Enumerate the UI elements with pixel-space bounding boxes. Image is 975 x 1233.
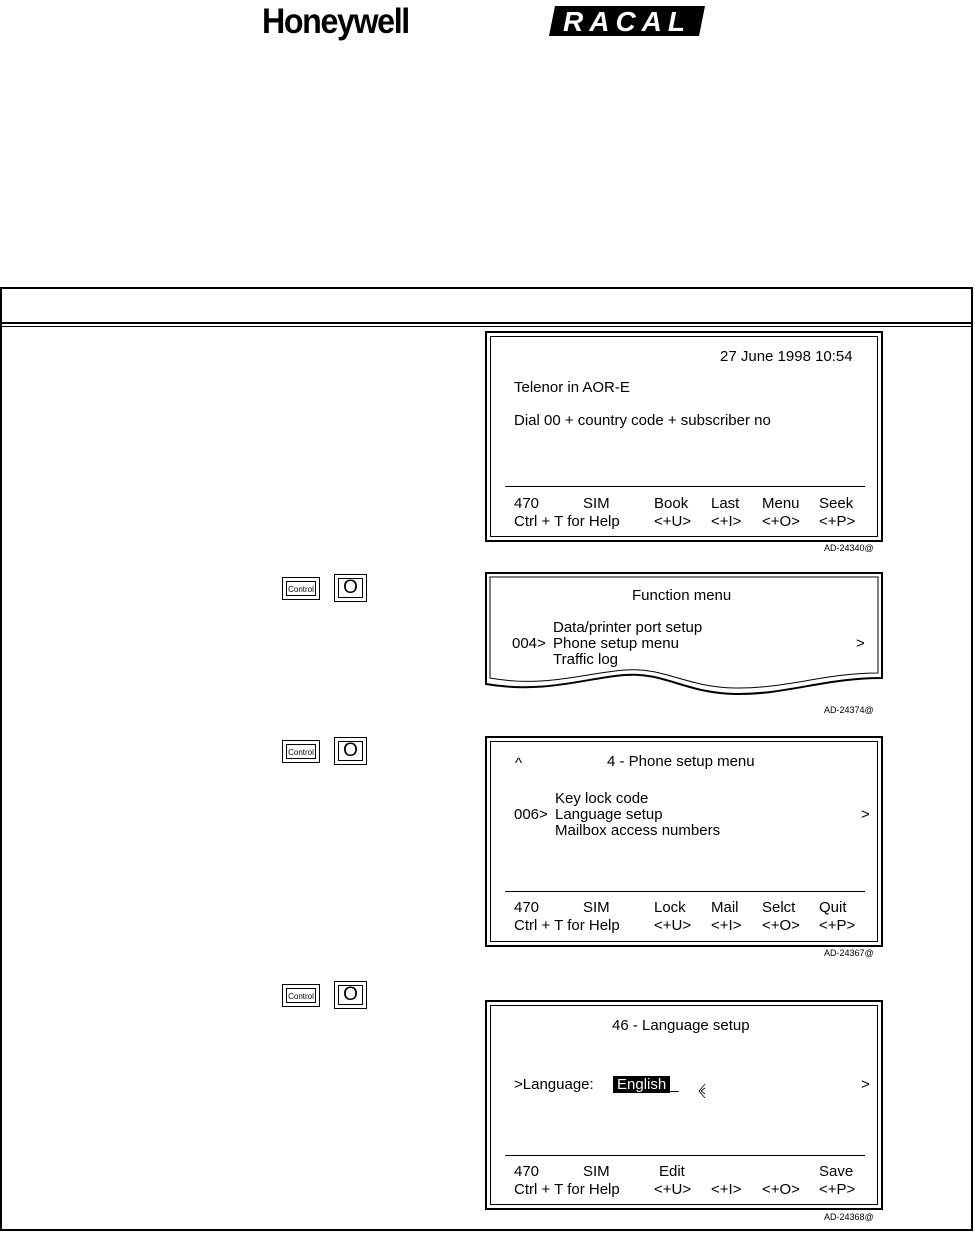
control-key: Control bbox=[282, 740, 320, 763]
figure-code: AD-24368@ bbox=[824, 1212, 874, 1222]
submenu-arrow: > bbox=[861, 806, 870, 823]
network-name: Telenor in AOR-E bbox=[514, 379, 630, 396]
figure-code: AD-24367@ bbox=[824, 948, 874, 958]
help-hint: Ctrl + T for Help bbox=[514, 1181, 620, 1198]
display-phone-setup-menu: ^ 4 - Phone setup menu Key lock code 006… bbox=[485, 736, 883, 947]
display-idle-bezel bbox=[490, 336, 878, 537]
key-hint-i: <+I> bbox=[711, 1181, 742, 1198]
display-idle: 27 June 1998 10:54 Telenor in AOR-E Dial… bbox=[485, 331, 883, 542]
scroll-up-indicator: ^ bbox=[515, 755, 523, 772]
language-value: English bbox=[613, 1076, 671, 1093]
display-language-setup-bezel bbox=[490, 1005, 878, 1205]
key-hint-p: <+P> bbox=[819, 513, 856, 530]
help-hint: Ctrl + T for Help bbox=[514, 917, 620, 934]
softkey-menu: Menu bbox=[762, 495, 800, 512]
frame-header-rule bbox=[2, 322, 971, 324]
key-hint-u: <+U> bbox=[654, 513, 692, 530]
key-hint-i: <+I> bbox=[711, 513, 742, 530]
text-cursor: _ bbox=[670, 1076, 679, 1093]
submenu-arrow: > bbox=[861, 1076, 870, 1093]
procedure-frame bbox=[0, 287, 973, 1231]
key-hint-p: <+P> bbox=[819, 1181, 856, 1198]
key-hint-o: <+O> bbox=[762, 513, 800, 530]
key-hint-o: <+O> bbox=[762, 1181, 800, 1198]
datetime: 27 June 1998 10:54 bbox=[720, 348, 853, 365]
softkey-divider bbox=[505, 891, 865, 892]
softkey-sim: SIM bbox=[583, 899, 610, 916]
key-hint-u: <+U> bbox=[654, 917, 692, 934]
menu-selected-number: 004> bbox=[512, 635, 546, 652]
display-phone-setup-bezel bbox=[490, 741, 878, 942]
softkey-save: Save bbox=[819, 1163, 854, 1180]
control-key: Control bbox=[282, 577, 320, 600]
softkey-book: Book bbox=[654, 495, 689, 512]
racal-logo: RACAL bbox=[549, 6, 705, 37]
menu-title: Function menu bbox=[632, 587, 732, 604]
softkey-quit: Quit bbox=[819, 899, 847, 916]
softkey-lock: Lock bbox=[654, 899, 686, 916]
control-key: Control bbox=[282, 984, 320, 1007]
menu-item-traffic-log: Traffic log bbox=[553, 651, 619, 668]
language-value-highlighted: English_ bbox=[613, 1076, 679, 1093]
softkey-seek: Seek bbox=[819, 495, 854, 512]
softkey-divider bbox=[505, 1155, 865, 1156]
menu-selected-number: 006> bbox=[514, 806, 548, 823]
softkey-select: Selct bbox=[762, 899, 796, 916]
key-hint-i: <+I> bbox=[711, 917, 742, 934]
menu-item-phone-setup: Phone setup menu bbox=[553, 635, 679, 652]
menu-title: 46 - Language setup bbox=[612, 1017, 750, 1034]
language-label: >Language: bbox=[514, 1076, 594, 1093]
submenu-arrow: > bbox=[856, 635, 865, 652]
menu-item-mailbox: Mailbox access numbers bbox=[555, 822, 721, 839]
softkey-470: 470 bbox=[514, 899, 540, 916]
menu-title: 4 - Phone setup menu bbox=[607, 753, 755, 770]
honeywell-logo: Honeywell bbox=[262, 2, 410, 41]
softkey-last: Last bbox=[711, 495, 740, 512]
figure-code: AD-24374@ bbox=[824, 705, 874, 715]
softkey-divider bbox=[505, 486, 865, 487]
o-key: O bbox=[334, 574, 367, 602]
help-hint: Ctrl + T for Help bbox=[514, 513, 620, 530]
display-function-menu-frame bbox=[485, 572, 883, 696]
softkey-sim: SIM bbox=[583, 1163, 610, 1180]
menu-item-key-lock: Key lock code bbox=[555, 790, 649, 807]
dial-instruction: Dial 00 + country code + subscriber no bbox=[514, 412, 771, 429]
racal-logo-text: RACAL bbox=[563, 6, 691, 37]
cursor-chevron-icon bbox=[698, 1083, 706, 1099]
softkey-sim: SIM bbox=[583, 495, 610, 512]
o-key: O bbox=[334, 737, 367, 765]
key-hint-u: <+U> bbox=[654, 1181, 692, 1198]
figure-code: AD-24340@ bbox=[824, 543, 874, 553]
key-hint-p: <+P> bbox=[819, 917, 856, 934]
menu-item-language-setup: Language setup bbox=[555, 806, 663, 823]
softkey-mail: Mail bbox=[711, 899, 739, 916]
softkey-470: 470 bbox=[514, 495, 540, 512]
display-language-setup: 46 - Language setup >Language: English_ … bbox=[485, 1000, 883, 1210]
key-hint-o: <+O> bbox=[762, 917, 800, 934]
o-key: O bbox=[334, 981, 367, 1009]
frame-header-rule-thin bbox=[2, 326, 971, 327]
menu-item-data-printer: Data/printer port setup bbox=[553, 619, 703, 636]
softkey-470: 470 bbox=[514, 1163, 540, 1180]
softkey-edit: Edit bbox=[659, 1163, 685, 1180]
